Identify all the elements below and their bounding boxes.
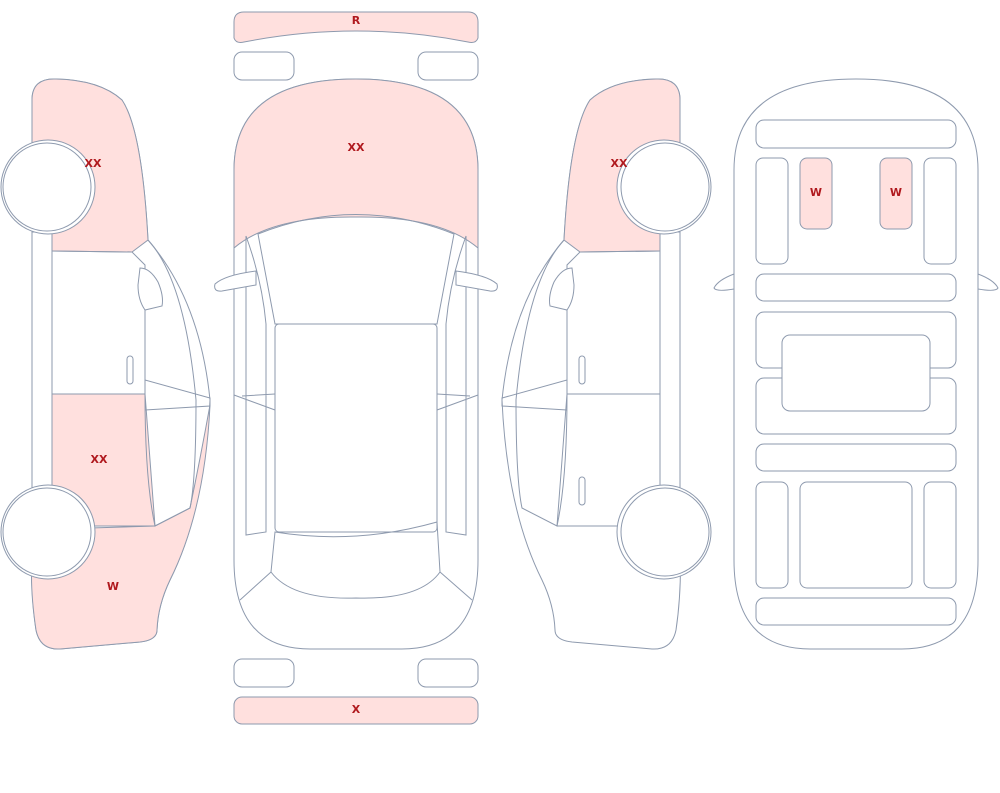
front-left-lamp (233, 658, 295, 688)
right-window-line (515, 239, 568, 527)
dashboard-center[interactable] (799, 481, 913, 589)
right-mirror[interactable] (549, 267, 575, 311)
label-interior-seat-left: W (810, 186, 822, 199)
windshield (270, 521, 441, 599)
left-window-line (144, 239, 197, 527)
hood[interactable] (233, 78, 479, 250)
top-left-door-lines (233, 235, 276, 536)
rear-seat-left[interactable] (799, 157, 833, 230)
front-bench[interactable] (755, 443, 957, 472)
top-left-mirror[interactable] (214, 270, 257, 292)
left-rocker (31, 231, 53, 489)
rear-bench[interactable] (755, 273, 957, 302)
top-view: R XX X (214, 11, 498, 725)
label-left-rear-quarter: W (107, 580, 119, 593)
rear-right-lamp (417, 51, 479, 81)
left-front-handle[interactable] (126, 355, 134, 385)
front-bumper[interactable] (233, 696, 479, 725)
top-right-door-lines (436, 235, 479, 536)
label-left-rear-door: XX (91, 453, 108, 466)
interior-right-flap (977, 273, 999, 291)
front-left-side-trim[interactable] (755, 481, 789, 589)
left-rear-wheel[interactable] (2, 487, 92, 577)
rear-window (257, 214, 455, 325)
front-right-side-trim[interactable] (923, 481, 957, 589)
rear-right-side-trim[interactable] (923, 157, 957, 265)
roof[interactable] (274, 323, 438, 533)
front-right-lamp (417, 658, 479, 688)
interior-view: W W (713, 78, 999, 650)
right-front-wheel[interactable] (620, 142, 710, 232)
left-front-wheel[interactable] (2, 142, 92, 232)
rear-shelf[interactable] (755, 119, 957, 149)
right-rear-wheel[interactable] (620, 487, 710, 577)
rear-seat-right[interactable] (879, 157, 913, 230)
label-right-front-fender: XX (611, 157, 628, 170)
rear-left-lamp (233, 51, 295, 81)
left-front-door[interactable] (51, 250, 146, 395)
right-front-handle[interactable] (578, 355, 586, 385)
rear-bumper[interactable] (233, 11, 479, 43)
right-rear-handle[interactable] (578, 476, 586, 506)
left-side-view: XX XX W (0, 78, 211, 650)
label-interior-seat-right: W (890, 186, 902, 199)
interior-left-flap (713, 273, 735, 291)
right-side-view: XX (501, 78, 712, 650)
front-dash-strip[interactable] (755, 597, 957, 626)
left-b-pillar (144, 379, 211, 411)
left-mirror[interactable] (137, 267, 163, 311)
center-console[interactable] (781, 334, 931, 412)
label-hood: XX (348, 141, 365, 154)
front-hood-lines (239, 571, 473, 601)
label-rear-bumper: R (352, 14, 361, 27)
label-front-bumper: X (352, 703, 361, 716)
right-b-pillar (501, 379, 568, 411)
rear-left-side-trim[interactable] (755, 157, 789, 265)
top-right-mirror[interactable] (455, 270, 498, 292)
label-left-front-fender: XX (85, 157, 102, 170)
right-rocker (659, 231, 681, 489)
